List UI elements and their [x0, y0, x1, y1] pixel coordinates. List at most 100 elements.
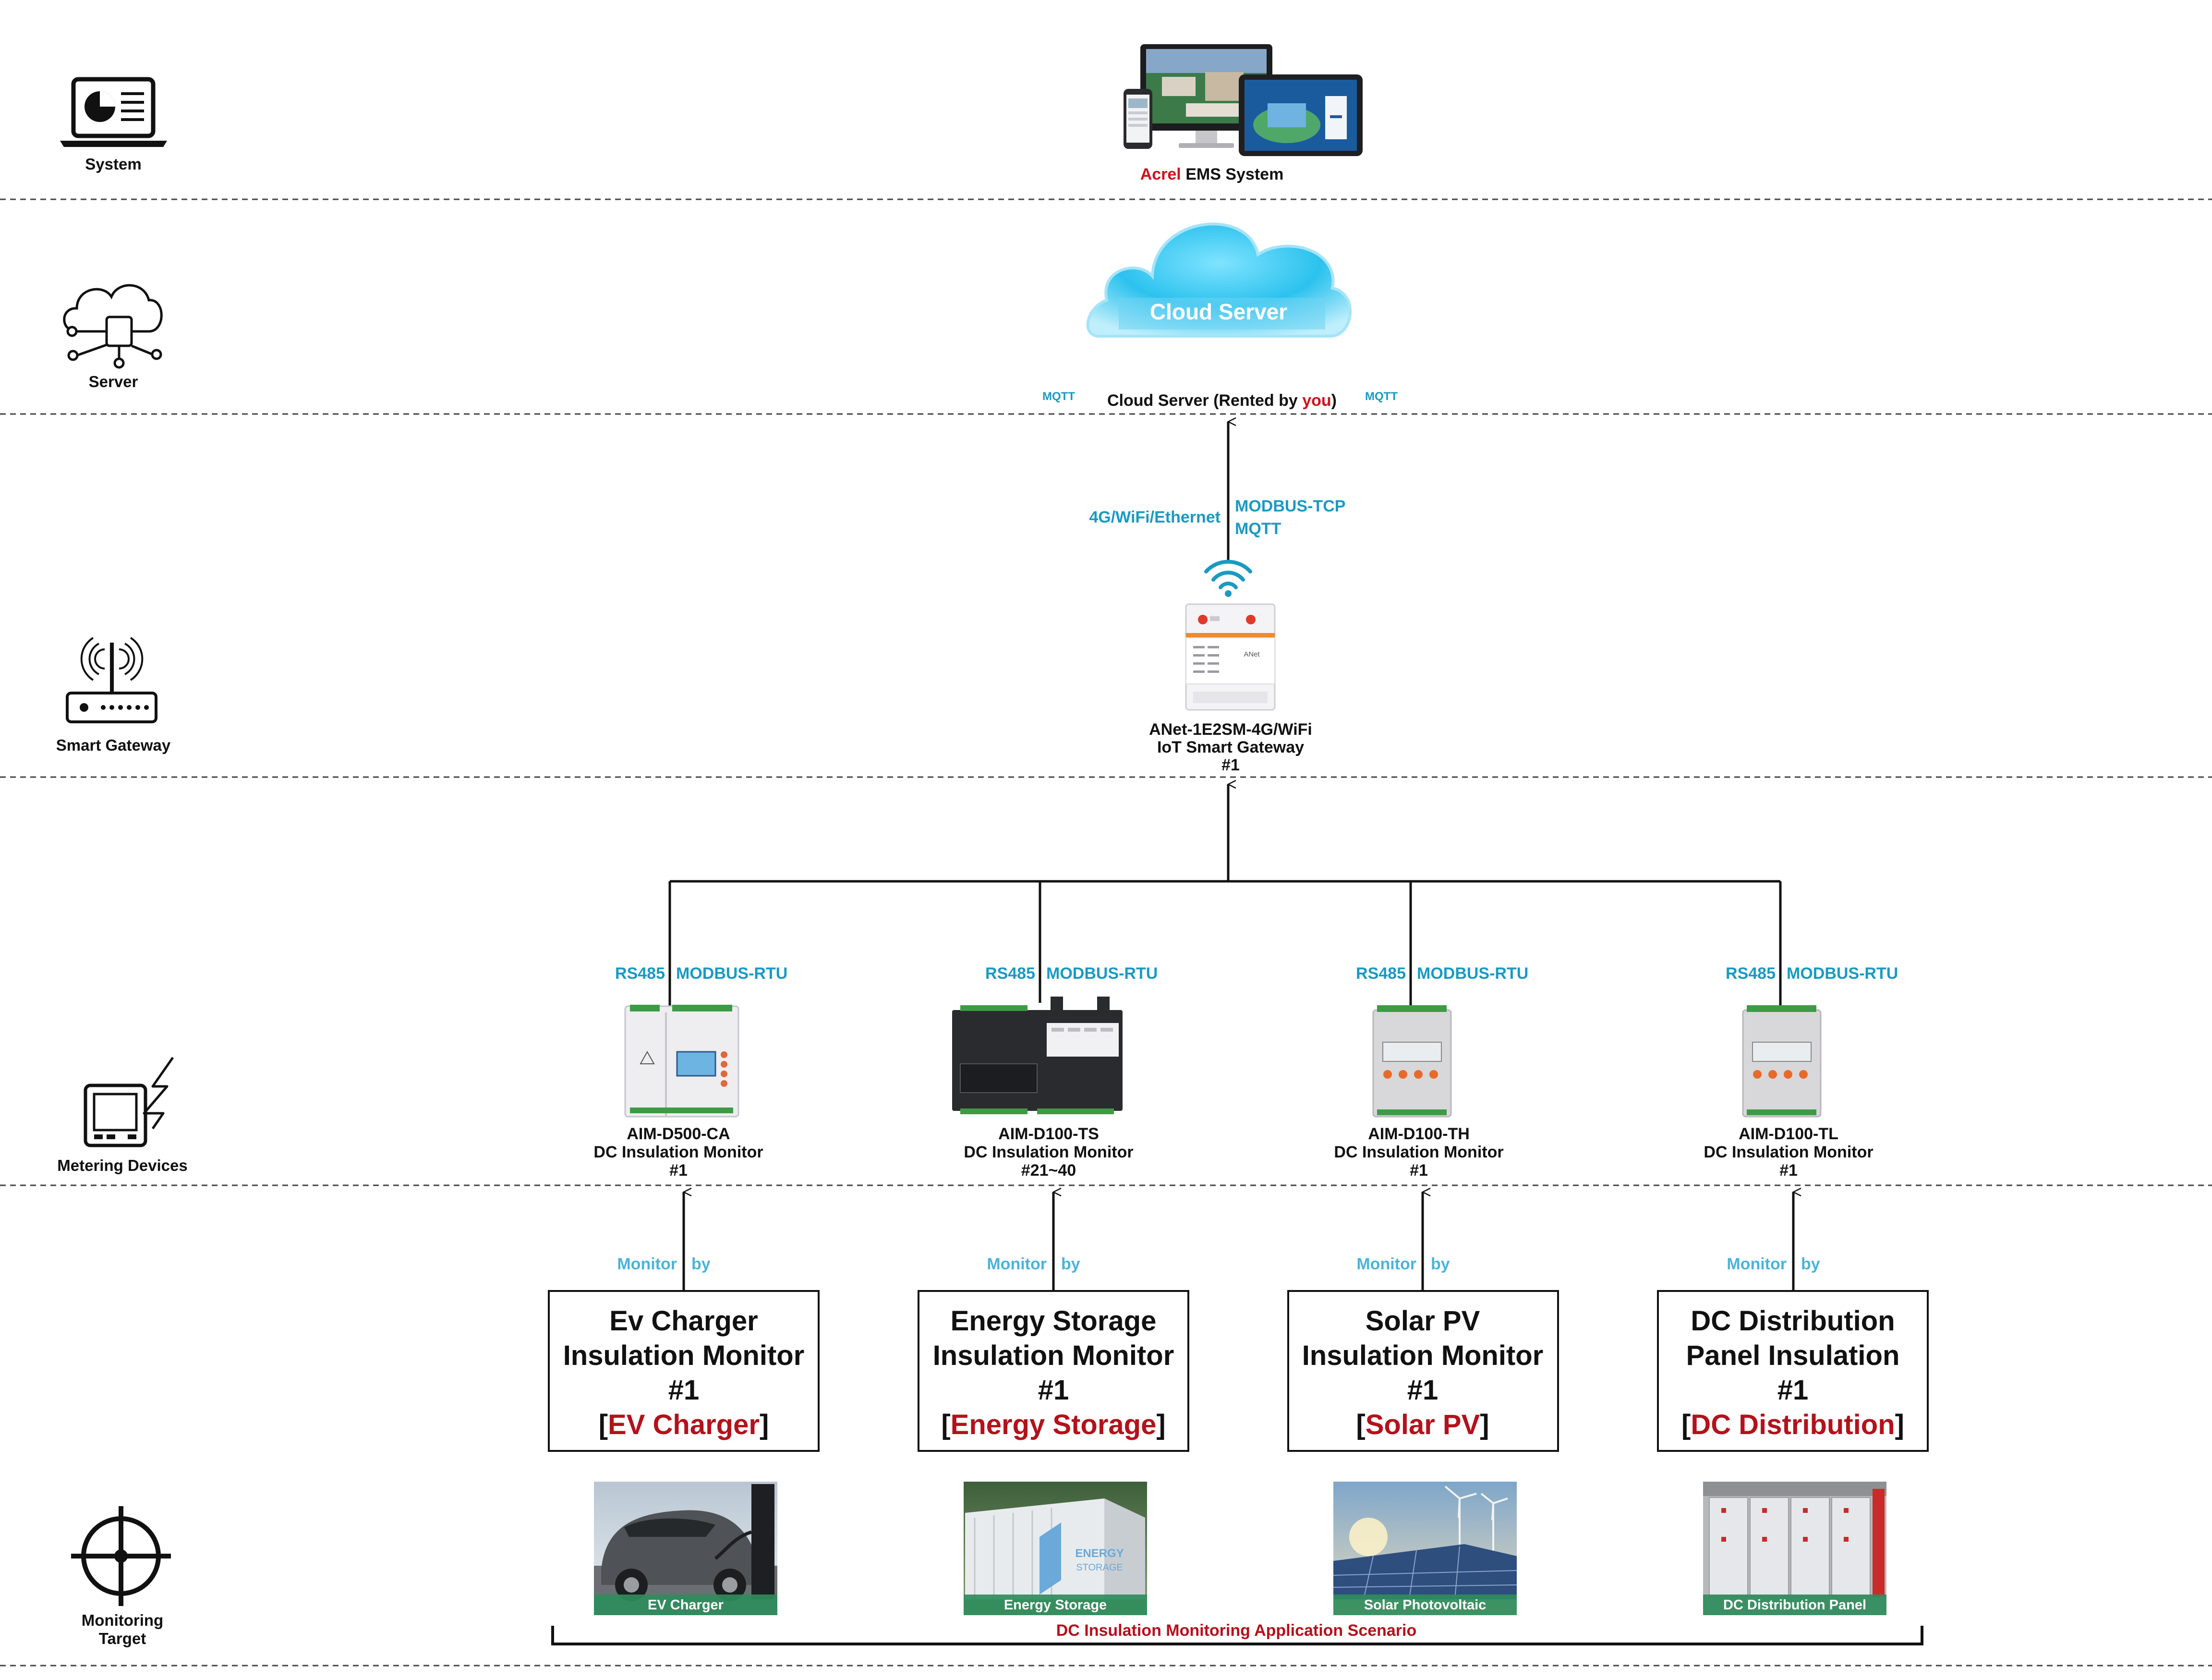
- device-model: AIM-D500-CA: [627, 1125, 730, 1143]
- bus-labels: RS485 MODBUS-RTU RS485 MODBUS-RTU RS485 …: [615, 964, 1898, 983]
- rs485-label: RS485: [615, 964, 665, 983]
- smart-gateway: ANet ANet-1E2SM-4G/WiFi IoT Smart Gatewa…: [1149, 560, 1312, 774]
- monitor-label: Monitor: [987, 1255, 1047, 1273]
- monitor-arrows: [682, 1192, 1793, 1291]
- ems-brand: Acrel: [1140, 165, 1181, 183]
- layer-gateway: Smart Gateway: [56, 637, 171, 754]
- layer-label-system: System: [85, 155, 141, 173]
- layer-label-target-1: Monitoring: [82, 1611, 163, 1629]
- target-tag-text: DC Distribution: [1691, 1409, 1895, 1440]
- aim-d100-tl-image: [1742, 1005, 1822, 1118]
- cloud-server-caption: Cloud Server (Rented by you): [1107, 391, 1337, 410]
- device-desc: DC Insulation Monitor: [1334, 1143, 1503, 1161]
- photo-caption: EV Charger: [648, 1597, 724, 1613]
- modbus-rtu-label: MODBUS-RTU: [1046, 964, 1158, 983]
- ems-label-rest: EMS System: [1181, 165, 1284, 183]
- cloud-icon: [1086, 222, 1352, 338]
- gateway-brand: ANet: [1244, 650, 1260, 658]
- layer-label-metering: Metering Devices: [57, 1157, 187, 1174]
- storage-sign-line-2: STORAGE: [1076, 1562, 1123, 1573]
- target-tag: [DC Distribution]: [1681, 1409, 1904, 1440]
- ems-system: Acrel EMS System: [1124, 44, 1363, 183]
- scenario-bracket: DC Insulation Monitoring Application Sce…: [551, 1621, 1923, 1645]
- gateway-type: IoT Smart Gateway: [1157, 738, 1304, 756]
- scenario-photos: EV Charger ENERGY STORAGE Energy Storage: [594, 1482, 1886, 1615]
- rs485-label: RS485: [985, 964, 1035, 983]
- meter-lightning-icon: [84, 1057, 174, 1147]
- by-label: by: [691, 1255, 711, 1273]
- by-label: by: [1801, 1255, 1820, 1273]
- photo-ev-charger: EV Charger: [594, 1482, 777, 1615]
- aim-d100-th-image: [1372, 1005, 1452, 1118]
- cloud-caption-pre: Cloud Server (Rented by: [1107, 391, 1302, 410]
- photo-energy-storage: ENERGY STORAGE Energy Storage: [964, 1482, 1147, 1615]
- target-tag-text: EV Charger: [608, 1409, 760, 1440]
- device-model: AIM-D100-TH: [1368, 1125, 1470, 1143]
- target-tag: [Solar PV]: [1356, 1409, 1489, 1440]
- rs485-label: RS485: [1726, 964, 1776, 983]
- device-number: #1: [669, 1161, 688, 1180]
- gateway-model: ANet-1E2SM-4G/WiFi: [1149, 720, 1312, 739]
- mqtt-left-label: MQTT: [1042, 390, 1075, 403]
- target-box-energy-storage: Energy Storage Insulation Monitor #1 [En…: [918, 1290, 1189, 1452]
- target-title: DC Distribution: [1691, 1305, 1895, 1337]
- device-captions: AIM-D500-CA DC Insulation Monitor #1 AIM…: [593, 1125, 1873, 1180]
- aim-d500-ca-image: [624, 1005, 739, 1118]
- device-desc: DC Insulation Monitor: [964, 1143, 1133, 1161]
- uplink-label-left: 4G/WiFi/Ethernet: [1089, 508, 1221, 526]
- target-subtitle: Insulation Monitor: [563, 1340, 805, 1371]
- target-subtitle: Insulation Monitor: [1302, 1340, 1544, 1371]
- router-icon: [66, 637, 157, 723]
- wifi-icon: [1204, 560, 1252, 597]
- layer-label-gateway: Smart Gateway: [56, 736, 171, 754]
- target-number: #1: [1777, 1375, 1809, 1406]
- target-subtitle: Panel Insulation: [1686, 1340, 1900, 1371]
- target-tag-text: Solar PV: [1366, 1409, 1480, 1440]
- target-number: #1: [1407, 1375, 1438, 1406]
- monitor-label: Monitor: [1356, 1255, 1416, 1273]
- target-tag: [Energy Storage]: [941, 1409, 1165, 1440]
- uplink-label-right-1: MODBUS-TCP: [1235, 497, 1345, 515]
- cloud-server: Cloud Server MQTT MQTT Cloud Server (Ren…: [1042, 222, 1398, 410]
- ems-system-label: Acrel EMS System: [1140, 165, 1284, 183]
- device-images: [624, 997, 1822, 1118]
- target-tag-text: Energy Storage: [951, 1409, 1157, 1440]
- target-tag: [EV Charger]: [599, 1409, 769, 1440]
- device-desc: DC Insulation Monitor: [1704, 1143, 1873, 1161]
- rs485-bus: [668, 784, 1782, 1008]
- cloud-server-title: Cloud Server: [1150, 299, 1287, 324]
- modbus-rtu-label: MODBUS-RTU: [676, 964, 787, 983]
- layer-metering: Metering Devices: [57, 1057, 188, 1174]
- target-box-ev-charger: Ev Charger Insulation Monitor #1 [EV Cha…: [548, 1290, 820, 1452]
- layer-separators: [0, 198, 2212, 1667]
- target-subtitle: Insulation Monitor: [933, 1340, 1174, 1371]
- rs485-label: RS485: [1356, 964, 1406, 983]
- aim-d100-ts-image: [952, 997, 1123, 1114]
- cloud-caption-you: you: [1302, 391, 1331, 410]
- device-number: #21~40: [1021, 1161, 1076, 1180]
- ems-devices-image: [1124, 44, 1363, 156]
- device-number: #1: [1410, 1161, 1428, 1180]
- layer-system: System: [60, 77, 167, 173]
- layer-label-target-2: Target: [99, 1630, 146, 1647]
- device-number: #1: [1779, 1161, 1798, 1180]
- target-box-dc-distribution: DC Distribution Panel Insulation #1 [DC …: [1657, 1290, 1929, 1452]
- target-title: Solar PV: [1366, 1305, 1480, 1337]
- device-model: AIM-D100-TS: [998, 1125, 1099, 1143]
- monitor-label: Monitor: [617, 1255, 677, 1273]
- storage-sign-line-1: ENERGY: [1075, 1547, 1124, 1560]
- by-label: by: [1061, 1255, 1080, 1273]
- layer-label-server: Server: [89, 373, 138, 390]
- target-title: Ev Charger: [609, 1305, 758, 1337]
- photo-dc-distribution: DC Distribution Panel: [1703, 1482, 1886, 1615]
- target-title: Energy Storage: [951, 1305, 1157, 1337]
- target-boxes: Ev Charger Insulation Monitor #1 [EV Cha…: [548, 1290, 1929, 1452]
- cloud-network-icon: [63, 284, 163, 369]
- target-box-solar-pv: Solar PV Insulation Monitor #1 [Solar PV…: [1287, 1290, 1559, 1452]
- gateway-number: #1: [1221, 756, 1240, 774]
- layer-server: Server: [63, 284, 163, 390]
- device-desc: DC Insulation Monitor: [593, 1143, 763, 1161]
- cloud-caption-post: ): [1331, 391, 1337, 410]
- photo-caption: Energy Storage: [1004, 1597, 1107, 1613]
